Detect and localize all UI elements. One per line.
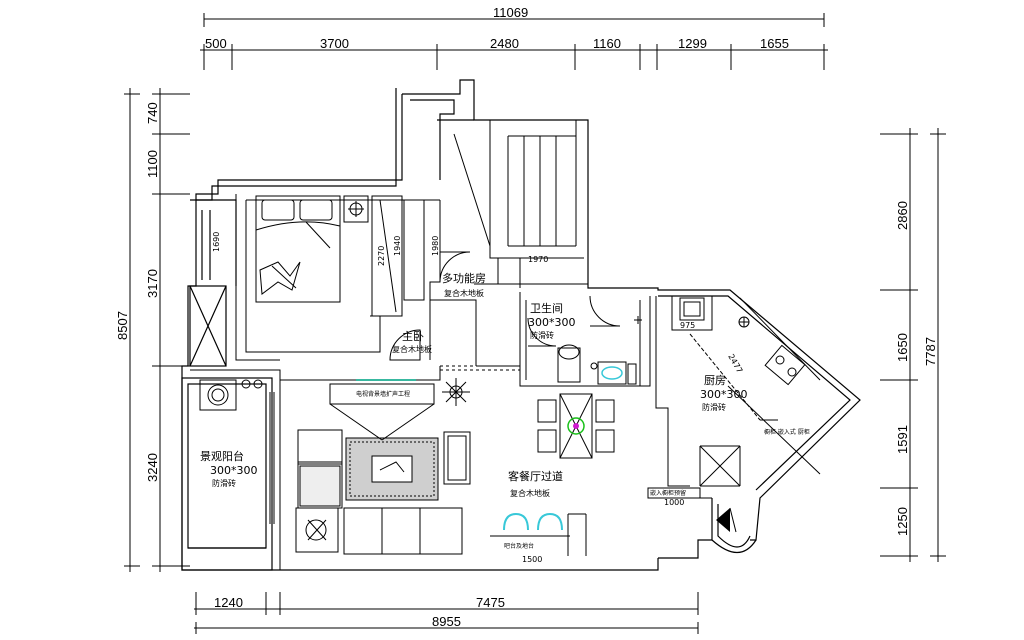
dim-975: 975 (680, 321, 695, 330)
cabinet-note: 嵌入橱柜预留 (650, 489, 686, 497)
right-dimension-lines (880, 128, 946, 562)
coffee-table (345, 437, 439, 501)
side-table (443, 431, 471, 485)
doors (389, 251, 621, 361)
tv-cabinet (329, 379, 435, 441)
right-dim-3: 1591 (895, 425, 910, 454)
room-label-kitchen: 厨房 (704, 374, 726, 387)
bedside-table-icon (343, 195, 369, 223)
dim-1970: 1970 (528, 255, 548, 264)
bottom-dim-2: 7475 (476, 595, 505, 610)
room-label-master-bedroom: 主卧 (402, 330, 424, 343)
top-dim-5: 1299 (678, 36, 707, 51)
room-tile-kitchen: 300*300 (700, 388, 748, 401)
bottom-total-dim: 8955 (432, 614, 461, 629)
bench-note: 吧台及地台 (504, 542, 534, 550)
left-dimension-lines (124, 88, 190, 572)
room-tile-balcony: 300*300 (210, 464, 258, 477)
dim-1500: 1500 (522, 555, 542, 564)
kitchen-note: 橱柜 嵌入式 厨柜 (764, 428, 810, 436)
top-dim-1: 500 (205, 36, 227, 51)
tv-wall-note: 电视背景墙扩声工程 (356, 390, 410, 398)
room-label-balcony: 景观阳台 (200, 449, 244, 463)
dim-1000: 1000 (664, 498, 684, 507)
interior-walls (190, 120, 821, 570)
room-label-bathroom: 卫生间 (530, 301, 563, 315)
room-floor-master-bedroom: 复合木地板 (392, 344, 432, 354)
top-dim-2: 3700 (320, 36, 349, 51)
bathroom-fixtures (557, 316, 642, 385)
room-note-balcony: 防滑砖 (212, 478, 236, 488)
top-dim-3: 2480 (490, 36, 519, 51)
top-dim-4: 1160 (593, 36, 621, 51)
top-dim-6: 1655 (760, 36, 789, 51)
room-tile-bathroom: 300*300 (528, 316, 576, 329)
sofa-set (295, 429, 463, 555)
cabinet-hatch (647, 487, 701, 499)
plant-icon (442, 378, 470, 406)
room-note-bathroom: 防滑砖 (530, 330, 554, 340)
room-floor-living: 复合木地板 (510, 488, 550, 498)
washing-machine-icon (199, 379, 263, 411)
room-label-multi: 多功能房 (442, 271, 486, 285)
right-dim-4: 1250 (895, 507, 910, 536)
kitchen-fixtures (679, 297, 821, 475)
right-dim-1: 2860 (895, 201, 910, 230)
right-total-dim: 7787 (923, 337, 938, 366)
top-dimension-lines (200, 13, 828, 70)
left-dim-3: 3170 (145, 269, 160, 298)
bed (255, 195, 341, 303)
top-total-dim: 11069 (493, 5, 528, 20)
dim-1940: 1940 (393, 236, 402, 256)
room-label-living: 客餐厅过道 (508, 469, 563, 483)
dim-1690: 1690 (212, 232, 221, 252)
door-entry-arrow (716, 507, 737, 533)
dining-table (537, 393, 615, 459)
left-dim-4: 3240 (145, 453, 160, 482)
bar-chairs (490, 512, 570, 537)
dim-2477: 2477 (726, 353, 744, 375)
left-total-dim: 8507 (115, 311, 130, 340)
wardrobe (371, 195, 425, 317)
bottom-dim-1: 1240 (214, 595, 243, 610)
dim-2270: 2270 (377, 246, 386, 266)
bottom-dimension-lines (194, 592, 699, 634)
room-note-kitchen: 防滑砖 (702, 402, 726, 412)
left-dim-1: 740 (145, 102, 160, 124)
passage-dashes (440, 365, 520, 371)
room-floor-multi: 复合木地板 (444, 288, 484, 298)
right-dim-2: 1650 (895, 333, 910, 362)
left-dim-2: 1100 (145, 150, 160, 178)
dim-1980: 1980 (431, 236, 440, 256)
